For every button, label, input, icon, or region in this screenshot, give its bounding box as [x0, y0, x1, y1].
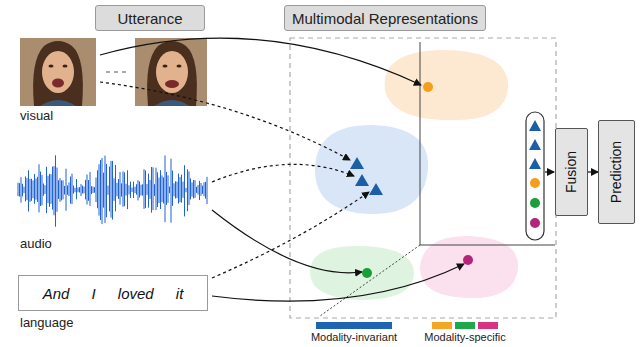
specific-region [385, 50, 508, 120]
axis [320, 245, 420, 316]
legend-text: Modality-specific [400, 331, 530, 343]
legend-bar [478, 322, 498, 329]
transcript-box: And I loved it [18, 275, 208, 311]
legend-bar [455, 322, 475, 329]
projection-arrow [100, 82, 350, 160]
modality-label: audio [20, 236, 52, 251]
flow-arrow [545, 171, 554, 172]
node-text: Fusion [564, 151, 580, 193]
axis [420, 42, 421, 245]
fusion-box: Fusion [555, 128, 588, 216]
legend-bar [432, 322, 452, 329]
projection-arrow [212, 192, 369, 278]
flow-arrow [588, 171, 598, 172]
concat-vector [526, 112, 544, 240]
invariant-point [529, 139, 541, 150]
specific-region [310, 246, 414, 300]
specific-point [362, 268, 372, 278]
legend-text: Modality-invariant [289, 331, 419, 343]
node-text: Prediction [609, 141, 625, 203]
video-frame [135, 38, 207, 106]
frame-gap-dashes [106, 71, 128, 72]
specific-point [530, 218, 540, 228]
invariant-point [350, 157, 364, 169]
specific-point [463, 255, 473, 265]
prediction-box: Prediction [598, 120, 635, 224]
projection-arrow [100, 38, 421, 85]
invariant-point [529, 158, 541, 169]
space-frame [290, 38, 556, 318]
axis [420, 245, 555, 246]
specific-point [530, 178, 540, 188]
specific-point [530, 198, 540, 208]
specific-point [423, 82, 433, 92]
invariant-region [315, 125, 428, 214]
legend-swatch [316, 322, 392, 329]
header-box: Utterance [95, 5, 205, 31]
modality-label: visual [20, 108, 53, 123]
modality-label: language [20, 315, 74, 330]
node-text: And I loved it [43, 285, 184, 302]
invariant-point [355, 174, 369, 186]
video-frame [20, 38, 96, 106]
node-text: Utterance [117, 10, 182, 27]
node-text: Multimodal Representations [292, 10, 478, 27]
audio-waveform [18, 155, 207, 226]
projection-arrow [212, 210, 362, 273]
invariant-point [369, 183, 383, 195]
invariant-point [529, 120, 541, 131]
projection-arrow [212, 164, 354, 182]
header-box: Multimodal Representations [284, 5, 486, 31]
projection-arrow [212, 264, 464, 301]
